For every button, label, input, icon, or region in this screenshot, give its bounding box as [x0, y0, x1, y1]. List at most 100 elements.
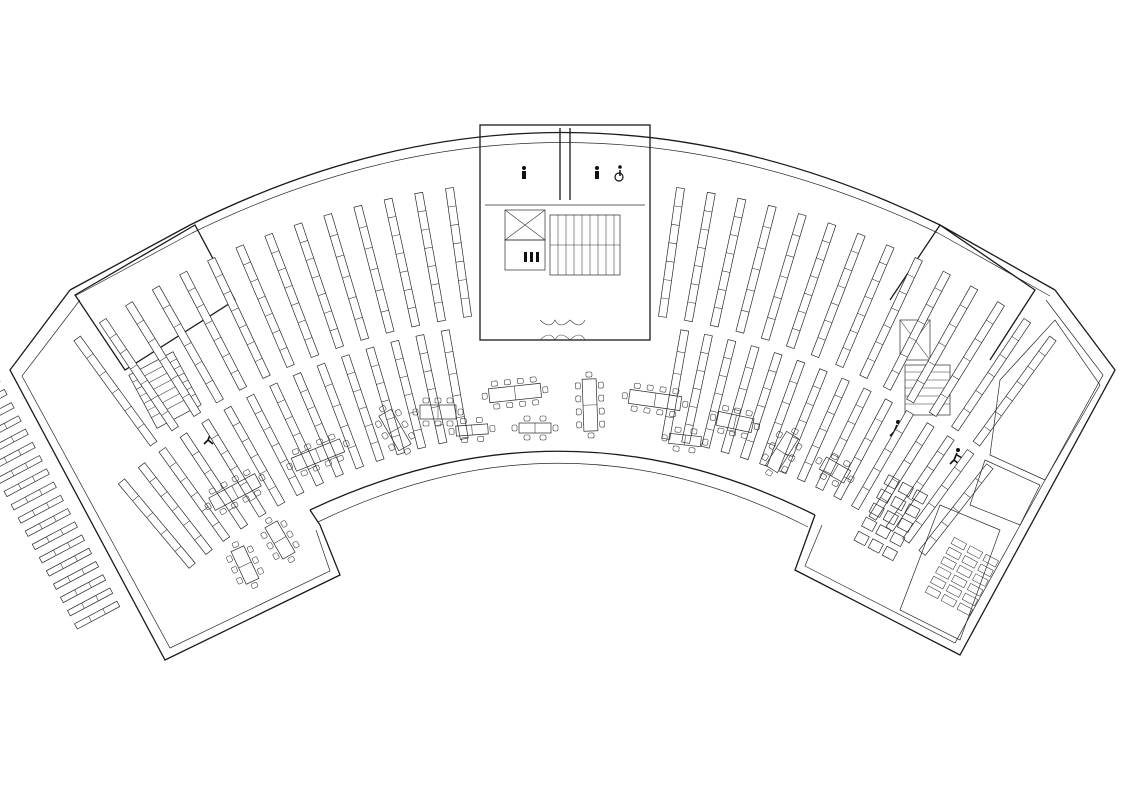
core-entry-doors [539, 319, 586, 341]
running-person-exit-icon [949, 448, 963, 465]
left-stair [128, 351, 202, 429]
computer-desk [924, 585, 942, 600]
shelf-row [902, 448, 975, 544]
shelf-row [67, 587, 114, 617]
shelf-row [45, 547, 93, 577]
workstation [867, 538, 884, 554]
reading-table [761, 427, 803, 477]
shelf-row [759, 359, 806, 467]
workstation [861, 516, 878, 533]
computer-desk [940, 556, 957, 570]
shelf-row [681, 333, 713, 444]
shelf-row [293, 222, 345, 349]
shelf-row [137, 462, 213, 556]
right-wing-rooms [899, 319, 1101, 641]
elevator-icon [524, 252, 539, 262]
shelf-row [951, 317, 1032, 432]
workstation [853, 530, 870, 547]
shelf-row [414, 191, 446, 323]
right-wing-outline [794, 289, 1116, 656]
shelf-row [264, 232, 320, 359]
shelf-row [972, 335, 1057, 447]
shelf-row [928, 301, 1005, 417]
workstation [875, 524, 892, 540]
person-icon [595, 166, 599, 179]
person-icon [522, 166, 526, 179]
shelf-row [10, 481, 57, 511]
workstation [897, 481, 914, 498]
book-stacks [73, 187, 1057, 569]
shelf-row [859, 257, 923, 379]
reading-table [574, 371, 606, 439]
shelf-row [269, 382, 324, 487]
shelf-row [235, 244, 295, 369]
shelf-row [868, 422, 935, 521]
shelf-row [720, 345, 760, 455]
workstation [868, 502, 885, 518]
shelf-row [882, 270, 951, 391]
computer-desk [977, 563, 994, 578]
workstation [881, 545, 899, 562]
reading-table [226, 541, 264, 589]
elevator-shaft-2 [504, 239, 546, 271]
computer-desk [956, 602, 974, 616]
shelf-row [440, 329, 469, 440]
computer-desk [945, 546, 962, 561]
shelf-row [59, 574, 107, 604]
wheelchair-icon [614, 165, 624, 182]
shelf-row [292, 372, 344, 478]
computer-desk [940, 594, 958, 608]
core-outline [479, 124, 651, 341]
workstation [890, 495, 907, 512]
shelf-row [796, 377, 850, 483]
reading-table [374, 405, 416, 455]
shelf-row [179, 270, 248, 391]
reading-table [448, 417, 496, 443]
shelf-row [815, 387, 872, 491]
shelf-row [31, 521, 78, 551]
shelf-row [0, 455, 43, 484]
computer-desk [966, 545, 983, 559]
shelf-row [0, 428, 29, 458]
reading-table [204, 469, 266, 515]
shelf-row [3, 468, 50, 498]
right-elevator [899, 319, 931, 361]
reading-table [481, 376, 549, 410]
shelf-row [125, 301, 202, 417]
shelf-row [17, 494, 64, 524]
computer-desk [956, 564, 973, 579]
computer-desk [982, 553, 999, 568]
shelf-row [117, 478, 196, 569]
shelf-row [658, 187, 685, 318]
shelf-row [207, 257, 271, 379]
computer-desk [930, 575, 947, 590]
computer-workstations [853, 474, 999, 616]
left-wing-outline [9, 289, 341, 661]
reading-table [709, 405, 761, 439]
shelf-row [52, 561, 100, 590]
shelf-row [835, 244, 895, 369]
shelf-row [709, 197, 747, 328]
reading-table [621, 382, 689, 418]
shelf-row [701, 339, 737, 449]
computer-desk [935, 566, 952, 580]
reading-table [511, 415, 559, 441]
building-shell [9, 131, 1116, 661]
shelf-row [24, 508, 71, 537]
shelf-row [445, 187, 472, 318]
shelf-row [906, 285, 979, 404]
workstation [904, 503, 921, 519]
shelf-row [74, 600, 121, 630]
shelf-row [383, 197, 421, 328]
shelf-row [684, 191, 716, 323]
shelf-row [0, 415, 22, 445]
shelf-row [98, 317, 179, 432]
computer-desk [945, 584, 963, 598]
shelf-row [73, 335, 158, 447]
shelf-row [661, 329, 690, 440]
computer-desk [966, 583, 984, 597]
shelf-row [365, 346, 406, 456]
workstation [896, 517, 914, 533]
shelf-row [179, 432, 249, 530]
small-office [969, 459, 1041, 526]
